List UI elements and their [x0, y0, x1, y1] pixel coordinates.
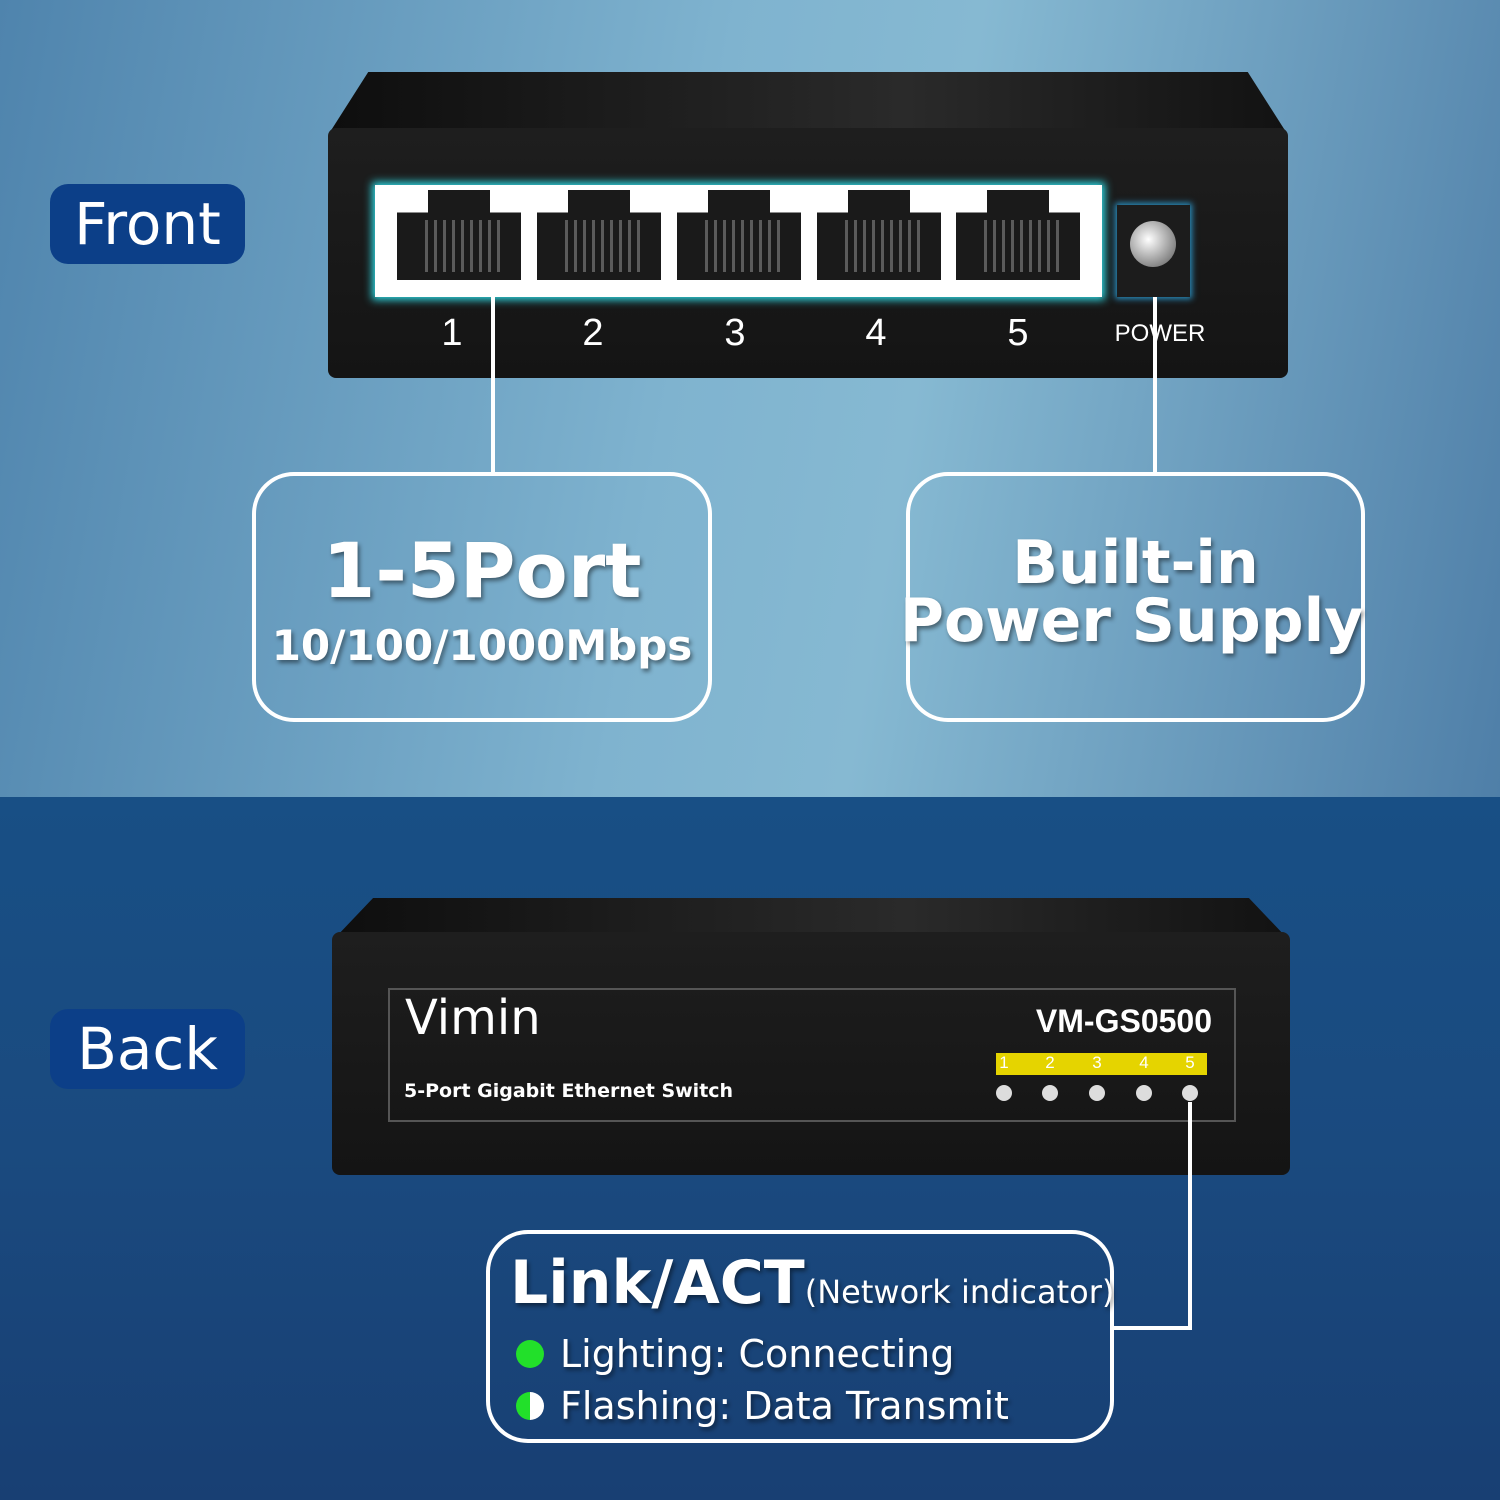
port-label: 2 [582, 312, 604, 354]
legend-flashing: Flashing: Data Transmit [560, 1384, 1009, 1428]
link-act-note: (Network indicator) [804, 1273, 1115, 1311]
connector-line [491, 297, 495, 473]
label-panel [388, 988, 1236, 1122]
connector-line [1188, 1102, 1192, 1330]
power-callout-line2: Power Supply [900, 586, 1364, 656]
connector-line [1153, 297, 1157, 473]
ports-callout-subtitle: 10/100/1000Mbps [271, 621, 693, 670]
port-label: 1 [441, 312, 463, 354]
led-strip [996, 1053, 1207, 1075]
power-callout-line1: Built-in [1012, 528, 1259, 598]
legend-lighting: Lighting: Connecting [560, 1332, 955, 1376]
port-label: 3 [724, 312, 746, 354]
led-indicator [1182, 1085, 1198, 1101]
led-number: 1 [999, 1053, 1009, 1072]
solid-green-dot-icon [516, 1340, 544, 1368]
connector-line [1113, 1326, 1192, 1330]
led-number: 2 [1045, 1053, 1055, 1072]
port-label: 5 [1007, 312, 1029, 354]
back-tag: Back [50, 1009, 245, 1089]
power-jack [1117, 205, 1190, 297]
link-act-callout: Link/ACT(Network indicator) Lighting: Co… [486, 1230, 1114, 1443]
front-tag: Front [50, 184, 245, 264]
power-socket-icon [1130, 221, 1176, 267]
led-number: 4 [1139, 1053, 1149, 1072]
led-number: 3 [1092, 1053, 1102, 1072]
led-number: 5 [1185, 1053, 1195, 1072]
power-callout: Built-in Power Supply [900, 472, 1365, 722]
half-green-dot-icon [516, 1392, 544, 1420]
power-label: POWER [1114, 320, 1206, 347]
led-indicator [1042, 1085, 1058, 1101]
device-top-face [330, 72, 1286, 132]
device-top-face [335, 898, 1287, 938]
brand-name: Vimin [405, 990, 541, 1046]
product-description: 5-Port Gigabit Ethernet Switch [404, 1080, 734, 1102]
led-indicator [996, 1085, 1012, 1101]
led-indicator [1089, 1085, 1105, 1101]
ports-callout-title: 1-5Port [322, 526, 642, 615]
link-act-title: Link/ACT [510, 1248, 805, 1318]
port-label: 4 [865, 312, 887, 354]
led-indicator [1136, 1085, 1152, 1101]
ports-callout: 1-5Port 10/100/1000Mbps [252, 472, 712, 722]
model-number: VM-GS0500 [1035, 1003, 1212, 1039]
